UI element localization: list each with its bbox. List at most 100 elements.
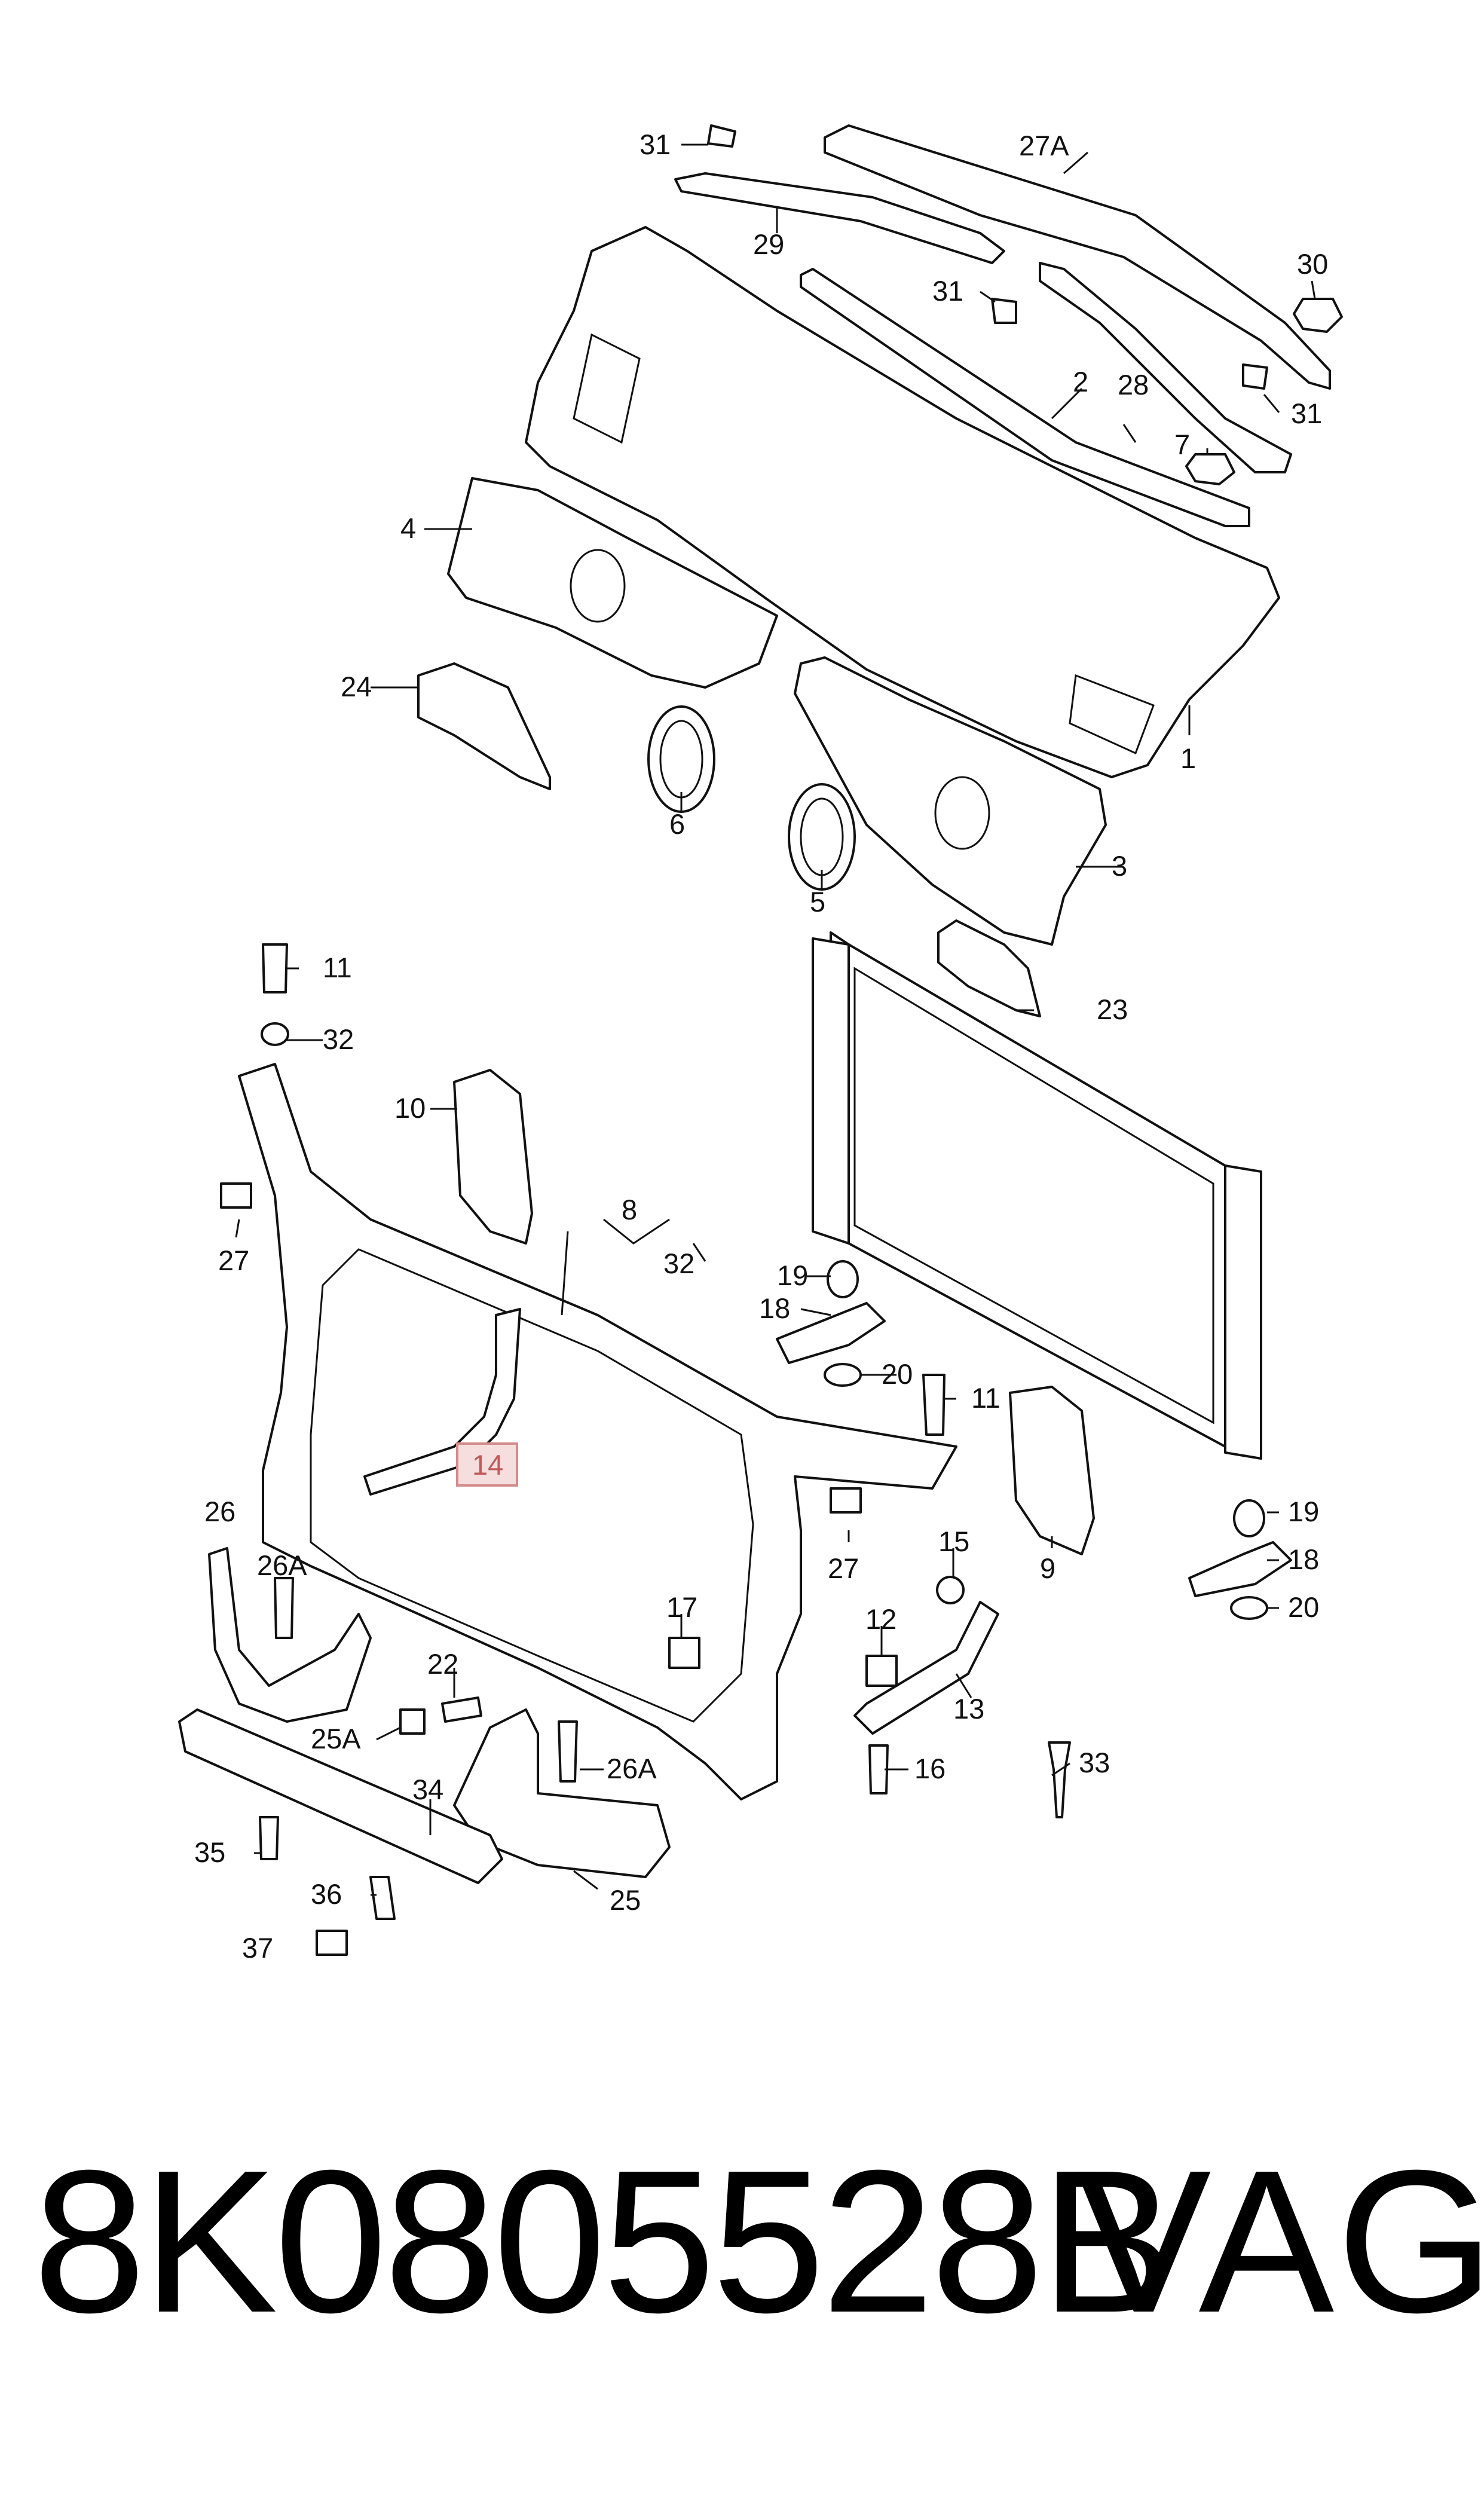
- label-13: 13: [953, 1693, 984, 1725]
- part-20-bushing: [824, 1363, 862, 1387]
- part-34-guide: [178, 1708, 503, 1884]
- label-26: 26: [204, 1496, 235, 1527]
- label-11: 11: [971, 1382, 1000, 1414]
- label-20: 20: [882, 1358, 913, 1390]
- leader-line: [235, 143, 1316, 1896]
- part-16-bolt: [868, 1744, 889, 1794]
- part-19-bushing: [1233, 1499, 1265, 1537]
- label-4: 4: [400, 512, 416, 544]
- label-26A: 26A: [607, 1753, 657, 1784]
- part-31-bolt: [707, 124, 736, 148]
- label-26A: 26A: [257, 1549, 307, 1581]
- part-2-rail: [800, 268, 1250, 527]
- label-30: 30: [1297, 248, 1328, 280]
- lock-carrier-inner-opening: [310, 1248, 754, 1723]
- part-22-bolt: [441, 1696, 482, 1723]
- label-33: 33: [1079, 1747, 1110, 1778]
- part-18-mount: [1188, 1541, 1292, 1597]
- part-13-strut: [853, 1601, 999, 1735]
- part-19-bushing: [827, 1260, 859, 1298]
- part-35-bolt: [259, 1816, 279, 1860]
- part-29-strut: [674, 172, 1005, 264]
- label-25: 25: [610, 1884, 641, 1916]
- label-2: 2: [1073, 366, 1088, 398]
- label-1: 1: [1180, 742, 1196, 774]
- part-31-bolt: [1242, 363, 1268, 390]
- brand-name: VAG: [1076, 2128, 1484, 2355]
- part-27-clip: [830, 1487, 862, 1514]
- part-37-clip: [316, 1930, 348, 1956]
- part-3-insulation: [794, 656, 1107, 946]
- label-27A: 27A: [1019, 130, 1069, 161]
- label-17: 17: [666, 1591, 697, 1623]
- label-9: 9: [1040, 1552, 1055, 1584]
- part-11-bolt: [922, 1374, 946, 1436]
- part-18-mount: [776, 1302, 886, 1364]
- part-1-plenum: [525, 226, 1280, 778]
- highlighted-part-box: [456, 1442, 518, 1487]
- label-7: 7: [1174, 429, 1190, 460]
- part-7-nut: [1185, 453, 1235, 485]
- part-30-nut: [1293, 298, 1343, 333]
- part-15-bushing: [936, 1576, 965, 1604]
- label-16: 16: [914, 1753, 946, 1784]
- label-28: 28: [1118, 369, 1149, 401]
- label-31: 31: [640, 129, 671, 160]
- part-12-clip: [865, 1655, 898, 1687]
- label-34: 34: [412, 1774, 443, 1805]
- part-1-cutout: [573, 333, 641, 444]
- label-35: 35: [194, 1836, 225, 1868]
- label-27: 27: [218, 1245, 249, 1276]
- label-32: 32: [663, 1248, 694, 1279]
- label-18: 18: [759, 1292, 790, 1324]
- part-31-bolt: [991, 298, 1017, 324]
- part-1-cutout: [1069, 674, 1155, 755]
- part-26A-bolt: [558, 1720, 578, 1783]
- part-10-plate: [453, 1069, 533, 1245]
- part-27-clip: [220, 1182, 252, 1209]
- label-25A: 25A: [311, 1723, 361, 1754]
- part-17-clip: [668, 1637, 700, 1669]
- label-12: 12: [865, 1603, 896, 1635]
- part-9-plate: [1009, 1386, 1095, 1555]
- part-4-hole: [570, 549, 626, 623]
- footer: 8K0805528B VAG: [0, 2128, 1484, 2355]
- label-24: 24: [341, 671, 372, 702]
- part-3-hole: [934, 776, 990, 850]
- part-32-washer: [261, 1022, 289, 1046]
- label-37: 37: [242, 1932, 273, 1964]
- label-36: 36: [311, 1878, 342, 1910]
- part-26-bracket: [208, 1547, 372, 1723]
- label-8: 8: [622, 1194, 637, 1225]
- part-25-bracket: [453, 1708, 671, 1878]
- label-11: 11: [323, 952, 352, 983]
- part-8-lock-carrier: [238, 1063, 957, 1800]
- label-18: 18: [1288, 1543, 1319, 1575]
- part-23-bracket: [937, 919, 1041, 1017]
- label-19: 19: [777, 1259, 808, 1291]
- part-20-bushing: [1230, 1596, 1268, 1620]
- part-36-clip: [369, 1876, 396, 1920]
- part-28-bracket: [1039, 262, 1292, 473]
- part-25A-bolt: [399, 1708, 426, 1735]
- radiator-inner-frame: [853, 967, 1214, 1424]
- label-31: 31: [932, 275, 963, 307]
- label-14: 14: [472, 1449, 503, 1481]
- label-32: 32: [323, 1023, 354, 1055]
- part-11-bolt: [262, 943, 288, 993]
- label-31: 31: [1291, 398, 1322, 429]
- label-22: 22: [427, 1648, 458, 1680]
- label-15: 15: [938, 1526, 969, 1557]
- label-5: 5: [810, 886, 825, 918]
- label-6: 6: [669, 808, 685, 840]
- label-20: 20: [1288, 1591, 1319, 1623]
- part-radiator-tank-left: [812, 937, 850, 1245]
- part-radiator-tank-right: [1224, 1164, 1262, 1460]
- part-26A-bolt: [274, 1577, 294, 1639]
- label-10: 10: [394, 1092, 426, 1124]
- part-24-bracket: [417, 662, 551, 790]
- part-27a-crossmember: [824, 124, 1331, 390]
- label-19: 19: [1288, 1496, 1319, 1527]
- part-number: 8K0805528B: [33, 2128, 1176, 2355]
- part-4-insulation: [447, 477, 778, 689]
